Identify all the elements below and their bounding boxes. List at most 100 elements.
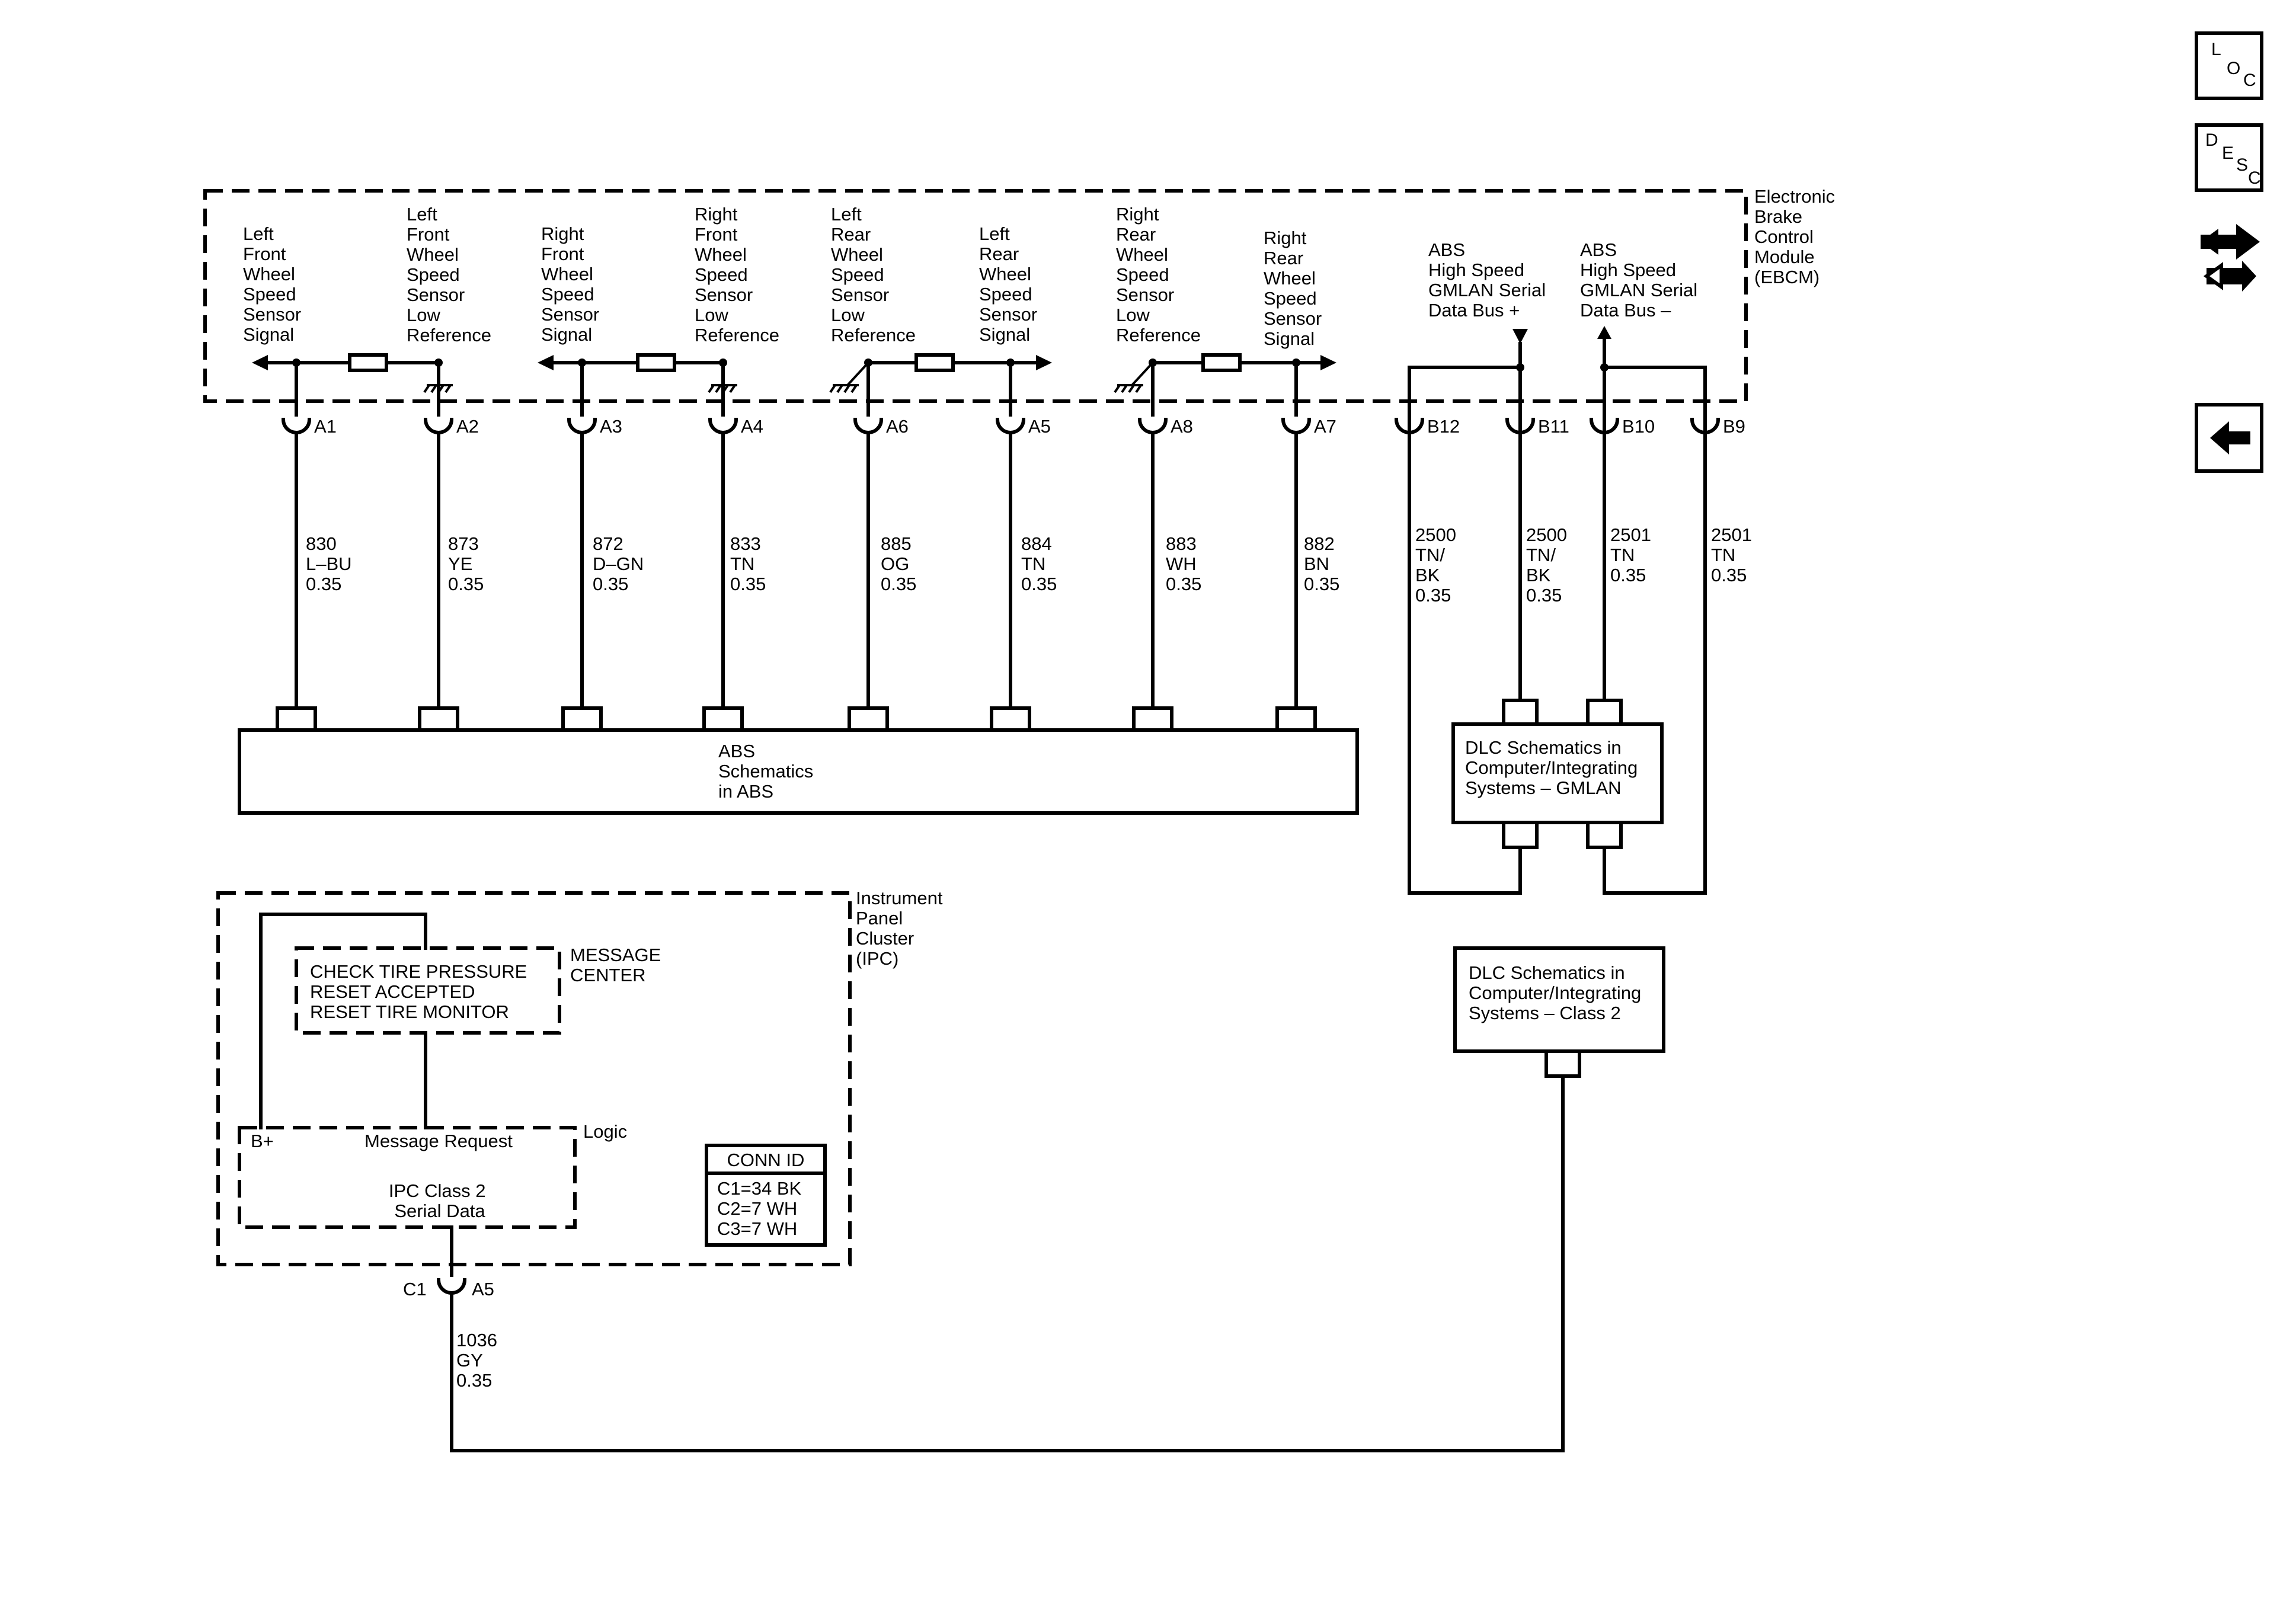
- logic-label: Logic: [583, 1121, 627, 1142]
- connector-swap-icon[interactable]: [2195, 211, 2272, 294]
- pin-label: A7: [1314, 416, 1336, 437]
- ipc-boundary: [216, 891, 852, 1266]
- dlc-gmlan-wiring: [1408, 413, 1707, 895]
- abs-box[interactable]: [238, 728, 1359, 815]
- pin-label: B9: [1723, 416, 1745, 437]
- bplus-label: B+: [251, 1131, 274, 1151]
- dlc-gmlan-label: DLC Schematics in Computer/Integrating S…: [1465, 737, 1643, 798]
- abs-connector: [561, 706, 603, 732]
- loc-button[interactable]: L O C: [2195, 31, 2263, 100]
- gmlan-plus-label: ABS High Speed GMLAN Serial Data Bus +: [1428, 239, 1551, 321]
- pin-connector: [567, 417, 597, 434]
- internal-links: [252, 353, 1336, 372]
- abs-connector: [1132, 706, 1173, 732]
- serial-data-label: IPC Class 2 Serial Data: [389, 1180, 491, 1221]
- pin-label: B10: [1622, 416, 1655, 437]
- pin-label: A2: [456, 416, 479, 437]
- gmlan-bus: ABS High Speed GMLAN Serial Data Bus + A…: [1408, 239, 1707, 417]
- pin-label: A8: [1171, 416, 1193, 437]
- back-button[interactable]: [2195, 403, 2263, 473]
- abs-connector: [418, 706, 459, 732]
- pin-label: A1: [314, 416, 337, 437]
- pin-label: A6: [886, 416, 909, 437]
- ebcm-boundary: [203, 189, 1748, 403]
- message-center-box: [295, 946, 561, 1035]
- pin-label: B12: [1427, 416, 1460, 437]
- desc-button[interactable]: D E S C: [2195, 123, 2263, 192]
- ipc-connector-label: C1: [403, 1279, 427, 1299]
- pin-connector: [1281, 417, 1312, 434]
- pin-connector: [281, 417, 312, 434]
- desc-letter-s: S: [2236, 155, 2249, 175]
- pin-label: A3: [600, 416, 622, 437]
- conn-id-lines: C1=34 BK C2=7 WH C3=7 WH: [717, 1178, 807, 1239]
- pin-label: A5: [1028, 416, 1051, 437]
- pin-label: A4: [741, 416, 763, 437]
- pin-connector: [995, 417, 1026, 434]
- ipc-label: Instrument Panel Cluster (IPC): [856, 888, 948, 969]
- conn-id-table: CONN ID C1=34 BK C2=7 WH C3=7 WH: [705, 1144, 827, 1247]
- gmlan-minus-label: ABS High Speed GMLAN Serial Data Bus –: [1580, 239, 1703, 321]
- abs-connector: [990, 706, 1031, 732]
- dlc-class2-box[interactable]: [1453, 946, 1665, 1053]
- ebcm-label: Electronic Brake Control Module (EBCM): [1754, 186, 1840, 287]
- abs-connector: [702, 706, 744, 732]
- pin-connector: [1137, 417, 1168, 434]
- ground-symbols: [423, 361, 1154, 393]
- message-center-label: MESSAGE CENTER: [570, 945, 666, 985]
- back-arrow-icon: [2210, 421, 2250, 454]
- loc-letter-o: O: [2227, 59, 2241, 78]
- ipc-pin-label: A5: [472, 1279, 494, 1299]
- pin-connector: [853, 417, 884, 434]
- pin-connector: [708, 417, 738, 434]
- pin-label: B11: [1538, 416, 1569, 437]
- abs-connector: [1275, 706, 1317, 732]
- desc-letter-e: E: [2222, 143, 2234, 163]
- message-request-label: Message Request: [364, 1131, 513, 1151]
- logic-box: [238, 1126, 577, 1229]
- desc-letter-d: D: [2205, 130, 2218, 150]
- loc-letter-c: C: [2243, 71, 2256, 90]
- abs-box-label: ABS Schematics in ABS: [718, 741, 818, 802]
- dlc-gmlan-box[interactable]: [1451, 722, 1664, 824]
- loc-letter-l: L: [2211, 40, 2221, 59]
- conn-id-title: CONN ID: [727, 1150, 805, 1170]
- message-list: CHECK TIRE PRESSURE RESET ACCEPTED RESET…: [310, 961, 532, 1022]
- ipc-wire-label: 1036 GY 0.35: [456, 1330, 503, 1391]
